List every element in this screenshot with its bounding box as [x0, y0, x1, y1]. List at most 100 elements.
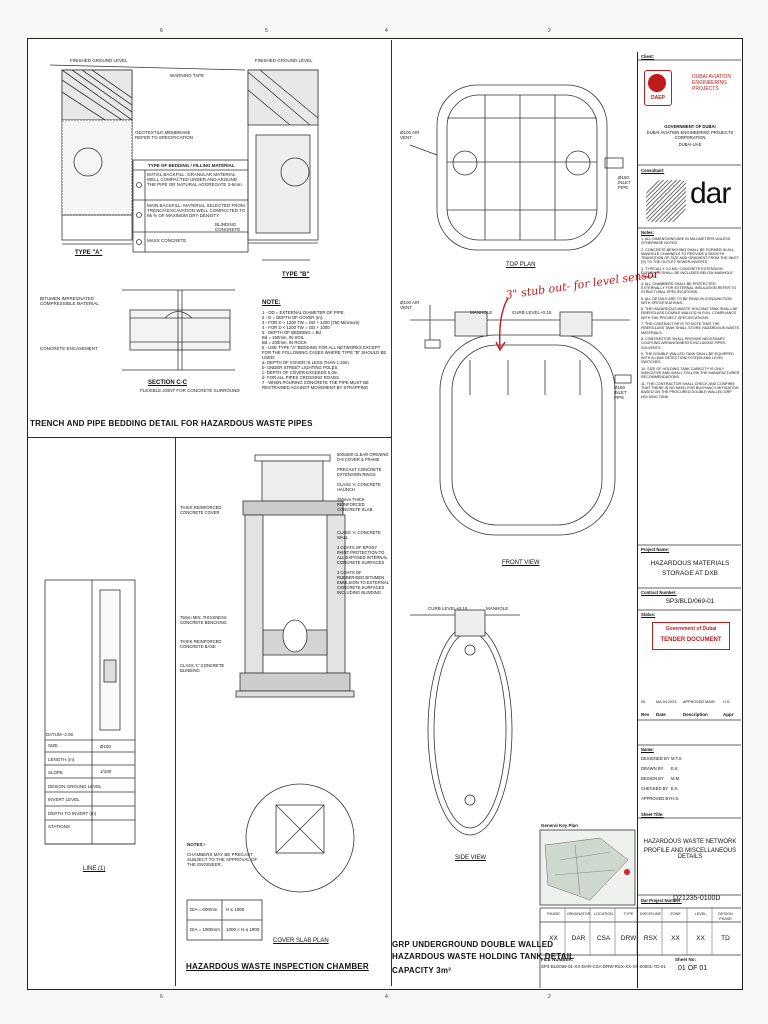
people-name: E.K. [671, 766, 679, 771]
bitumen-label: BITUMEN IMPREGNATED COMPRESSIBLE MATERIA… [40, 296, 99, 307]
line-row-label: SIZE [48, 743, 59, 748]
trench-note: 5 - DEPTH OF BEDDING = Bd [262, 330, 321, 335]
trench-note: d- FOR ALL PIPES CROSSING ROADS. [262, 375, 341, 380]
code-header: DISCIPLINE [639, 912, 662, 916]
trench-note: b- UNDER STREET LIGHTING POLES. [262, 365, 339, 370]
title-note: 4. ALL CHAMBERS SHALL BE PROTECTED EXTER… [641, 281, 737, 295]
title-note: 9. THE DOUBLE WALLED TANK SHALL BE EQUIP… [641, 351, 734, 365]
people-role: CHECKED BY [641, 786, 669, 791]
trench-note: 3 - FOR D > 1200 TW = OD + 1200 (750 Min… [262, 320, 360, 325]
trench-note: 6 - USE TYPE "A" BEDDING FOR ALL NETWORK… [262, 345, 387, 360]
bedding-row-1: INITIAL BACKFILL: GRANULAR MATERIAL WELL… [147, 172, 243, 188]
chamber-label: 3 COATS OF RUBBERISED BITUMEN EMULSION T… [337, 570, 389, 595]
title-note: 6. THE HAZARDOUS WASTE HOLDING TANK SHAL… [641, 307, 738, 320]
code-header: LEVEL [694, 912, 707, 916]
chamber-notes-header: NOTES:- [187, 842, 206, 847]
code-value: RSX [643, 935, 658, 942]
trench-note: 4 - FOR D < 1200 TW = OD + 1000 [262, 325, 330, 330]
revision-header: Description [683, 712, 708, 717]
chamber-label-left: THICK REINFORCED CONCRETE BASE [180, 639, 222, 649]
concrete-encasement-label: CONCRETE ENCASEMENT [40, 346, 98, 351]
title-note: 3. TYPICALLY 3.0 MD. CONCRETE EXTENSION … [641, 266, 733, 280]
grid-ref: 6 [160, 994, 163, 1000]
gov-line-2: DUBAI AVIATION ENGINEERING PROJECTS CORP… [646, 130, 734, 140]
project-line-1: HAZARDOUS MATERIALS [650, 560, 730, 567]
air-vent-label-front: Ø100 AIR VENT [400, 300, 420, 311]
chamber-label: CLASS 'A' CONCRETE WALL [337, 530, 381, 540]
finished-ground-label-b: FINISHED GROUND LEVEL [255, 58, 313, 63]
status-stamp: Government of Dubai TENDER DOCUMENT [652, 622, 730, 650]
code-header: ORIGINATOR [566, 912, 591, 916]
section-cc-title: SECTION C-C [148, 380, 187, 386]
dar-project-label: Dar Project Number: [641, 898, 682, 903]
client-name: DUBAI AVIATION ENGINEERING PROJECTS [692, 74, 731, 92]
trench-title: TRENCH AND PIPE BEDDING DETAIL FOR HAZAR… [30, 419, 313, 428]
people-name: M.M. [671, 776, 681, 781]
panel-divider [391, 40, 392, 986]
consultant-logo: dar [690, 177, 731, 210]
chamber-label: PRECAST CONCRETE EXTENSION RINGS [337, 467, 382, 477]
line-row-label: LENGTH (m) [48, 756, 75, 762]
type-b-title: TYPE "B" [282, 272, 310, 278]
client-label: Client: [641, 54, 655, 59]
dim-cell: 1000 < H ≤ 1800 [226, 927, 260, 932]
chamber-label: 250mm THICK REINFORCED CONCRETE SLAB [337, 497, 373, 512]
dim-cell: DIA = 1000mm [190, 927, 220, 932]
trench-note: 1 - OD = EXTERNAL DIAMETER OF PIPE. [262, 310, 345, 315]
grid-ref: 2 [548, 994, 551, 1000]
code-header: LOCATION [593, 912, 614, 916]
code-value: CSA [596, 935, 611, 942]
contract-label: Contract Number: [641, 590, 677, 595]
sheet-number: 01 OF 01 [678, 965, 708, 972]
panel-divider [175, 437, 176, 986]
chamber-label-left: 75mm MIN. THICKNESS CONCRETE BENCHING [180, 615, 227, 625]
code-value: XX [671, 935, 680, 942]
project-label: Project Name: [641, 547, 670, 552]
line-row-label: SLOPE [48, 770, 64, 775]
line-row-label: DEPTH TO INVERT (m) [48, 810, 97, 816]
tank-title-1: GRP UNDERGROUND DOUBLE WALLED [392, 940, 554, 949]
people-role: APPROVED BY [641, 796, 672, 801]
warning-tape-label: WARNING TAPE [170, 73, 205, 78]
title-note: 10. SIZE OF HOLDING TANK CAPACITY IS ONL… [641, 366, 740, 380]
notes-label: Notes: [641, 230, 655, 235]
keyplan-label: General Key Plan [541, 823, 579, 828]
grid-ref: 4 [385, 28, 388, 34]
title-note: 1. ALL DIMENSIONS ARE IN MILLIMETERS UNL… [641, 237, 731, 246]
title-note: 2. CONCRETE BENCHING SHALL BE FORMED IN … [641, 247, 739, 265]
title-note: 5. ALL DETAILS ARE TO BE READ IN CONJUNC… [641, 296, 732, 305]
bedding-row-3: MASS CONCRETE [147, 238, 187, 243]
top-plan-title: TOP PLAN [506, 262, 536, 268]
datum-label: DATUM -2.00 [46, 732, 74, 737]
revision-header: Appr [723, 712, 734, 717]
people-role: DRAWN BY [641, 766, 664, 771]
curb-level-side: CURB LEVEL+0.15 [428, 606, 468, 611]
trench-note: a- DEPTH OF COVER IS LESS THAN 1.20m. [262, 360, 350, 365]
trench-note: Bd = 200mm, IN ROCK [262, 340, 307, 345]
section-cc-subtitle: FLEXIBLE JOINT FOR CONCRETE SURROUND [140, 388, 240, 393]
people-role: DESIGNED BY [641, 756, 670, 761]
side-view-title: SIDE VIEW [455, 855, 487, 861]
title-note: 8. CONTRACTOR SHALL PROVIDE NECESSARY CO… [641, 336, 727, 350]
gov-stamp-text: Government of Dubai [665, 626, 717, 632]
code-header: TYPE [623, 912, 634, 916]
title-notes-list: 1. ALL DIMENSIONS ARE IN MILLIMETERS UNL… [641, 237, 740, 401]
cover-slab-title: COVER SLAB PLAN [273, 938, 329, 944]
inlet-pipe-label: Ø160 INLET PIPE [618, 175, 631, 191]
code-header: DESIGN PHASE [718, 912, 733, 922]
consultant-label: Consultant: [641, 168, 665, 173]
air-vent-label: Ø100 AIR VENT [400, 130, 420, 141]
name-label: Name: [641, 747, 654, 752]
line-row-label: DESIGN GROUND LEVEL [48, 783, 102, 789]
dar-emblem-icon [646, 180, 686, 222]
chamber-label: 500x500 CLEAR OPENING D-0 COVER & FRAME [337, 452, 389, 462]
code-header: PHASE [547, 912, 560, 916]
daep-emblem-icon [648, 74, 666, 92]
geotextile-label: GEOTEXTILE MEMBRANE REFER TO SPECIFICATI… [135, 130, 194, 141]
front-view-title: FRONT VIEW [502, 560, 540, 566]
blinding-label: BLINDING CONCRETE [215, 222, 241, 233]
curb-level-label: CURB LEVEL+0.15 [512, 310, 552, 315]
title-note: 11. THE CONTRACTOR SHALL CHECK AND CONFI… [641, 381, 739, 399]
